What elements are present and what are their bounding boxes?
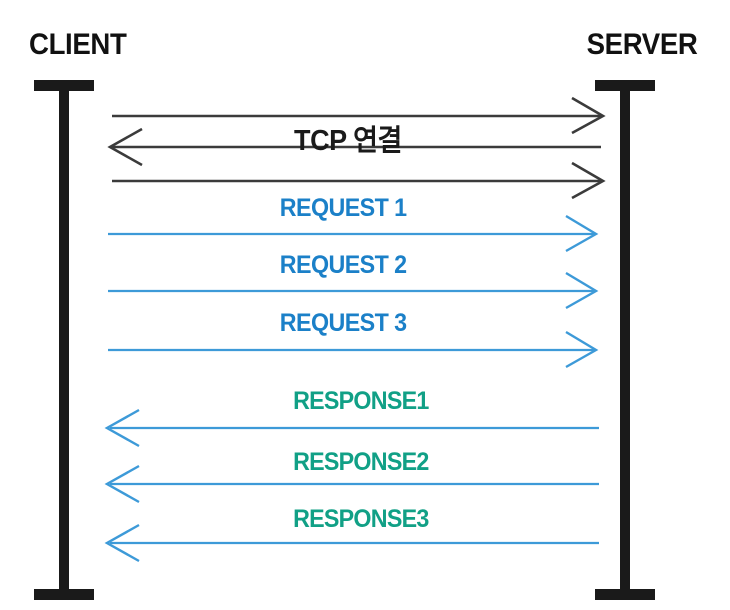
- request-arrow-2: [108, 271, 599, 310]
- handshake-arrow-3-right: [112, 161, 606, 200]
- server-lifeline-bottom-cap: [595, 589, 655, 600]
- request-arrow-3: [108, 330, 599, 369]
- handshake-arrow-1-right: [112, 96, 606, 135]
- response-arrow-1: [104, 408, 599, 448]
- message-label-tcp-handshake: TCP 연결: [294, 125, 402, 157]
- server-lifeline: [595, 80, 655, 600]
- client-lifeline: [34, 80, 94, 600]
- message-label-request-3: REQUEST 3: [279, 309, 407, 337]
- client-lifeline-stem: [59, 84, 69, 596]
- handshake-arrow-group: [107, 96, 606, 200]
- client-lifeline-bottom-cap: [34, 589, 94, 600]
- message-label-request-2: REQUEST 2: [279, 251, 407, 279]
- message-label-response-3: RESPONSE3: [293, 505, 429, 533]
- response-arrow-group: [104, 408, 599, 563]
- actor-label-server: SERVER: [586, 28, 697, 61]
- message-label-response-1: RESPONSE1: [293, 387, 429, 415]
- message-label-request-1: REQUEST 1: [279, 194, 407, 222]
- response-arrow-3: [104, 523, 599, 563]
- server-lifeline-stem: [620, 84, 630, 596]
- message-label-response-2: RESPONSE2: [293, 448, 429, 476]
- request-arrow-1: [108, 214, 599, 253]
- actor-label-client: CLIENT: [29, 28, 127, 61]
- response-arrow-2: [104, 464, 599, 504]
- request-arrow-group: [108, 214, 599, 369]
- handshake-arrow-2-left: [107, 127, 601, 167]
